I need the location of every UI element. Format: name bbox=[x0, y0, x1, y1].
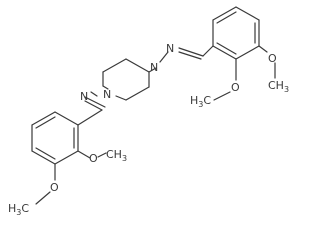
atom-o-bottom-ortho: O bbox=[89, 152, 98, 165]
atom-n-imine-bottom: N bbox=[80, 90, 88, 103]
piperazine-ring bbox=[102, 58, 150, 101]
top-benzene-ring bbox=[212, 6, 260, 60]
atom-o-bottom-meta: O bbox=[50, 181, 59, 194]
chemical-structure-diagram: N N N N O O O O H3C CH3 CH3 H3C bbox=[8, 6, 289, 217]
methyl-top-meta: CH3 bbox=[268, 79, 289, 94]
atom-n-piperazine-top: N bbox=[150, 61, 158, 74]
methyl-bottom-ortho: CH3 bbox=[106, 148, 127, 163]
bottom-methoxy-bonds bbox=[35, 150, 107, 205]
top-methoxy-bonds bbox=[213, 45, 276, 101]
top-hydrazone-linkage bbox=[159, 45, 214, 63]
atom-o-top-ortho: O bbox=[231, 81, 240, 94]
bottom-benzene-ring bbox=[31, 111, 79, 165]
atom-n-piperazine-bottom: N bbox=[103, 88, 111, 101]
bottom-hydrazone-linkage bbox=[77, 91, 106, 126]
atom-n-imine-top: N bbox=[166, 42, 174, 55]
atom-o-top-meta: O bbox=[268, 52, 277, 65]
piperazine-n-bonds bbox=[102, 67, 157, 90]
methyl-bottom-meta: H3C bbox=[8, 202, 29, 217]
methyl-top-ortho: H3C bbox=[190, 94, 211, 109]
